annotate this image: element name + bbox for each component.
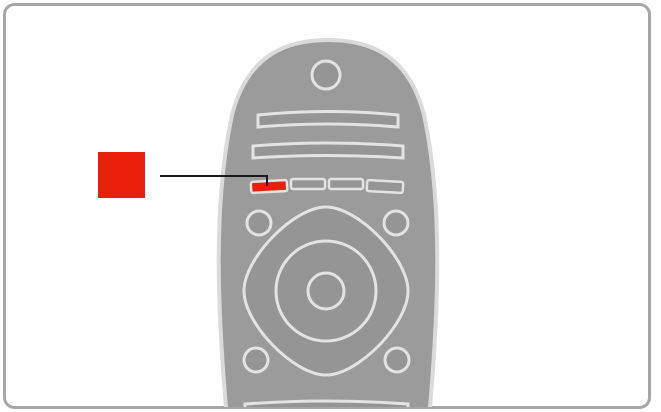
- green-color-key: [291, 179, 325, 189]
- bottom-right-button: [385, 348, 409, 372]
- red-color-key: [251, 180, 288, 193]
- yellow-color-key: [329, 179, 363, 189]
- top-bar-button: [258, 112, 398, 128]
- blue-color-key: [367, 180, 404, 193]
- bottom-bar-button: [245, 401, 408, 412]
- top-right-button: [384, 211, 408, 235]
- red-key-swatch: [98, 152, 145, 198]
- power-button: [312, 61, 340, 89]
- top-left-button: [247, 211, 271, 235]
- ok-button: [308, 273, 344, 309]
- bottom-left-button: [244, 348, 268, 372]
- second-bar-button: [253, 143, 403, 158]
